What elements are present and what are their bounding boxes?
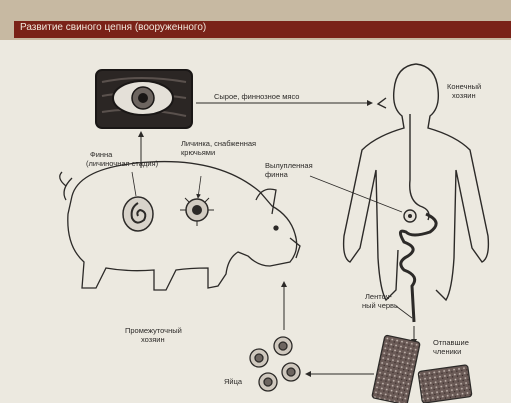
label-finn-2: (личиночная стадия): [86, 159, 158, 168]
label-final-host-1: Конечный: [447, 82, 481, 91]
label-intermediate-host-1: Промежуточный: [125, 326, 182, 335]
finn-pointer-line: [132, 172, 136, 196]
label-larva-2: крючьями: [181, 148, 215, 157]
larva-pointer-arrow: [198, 176, 201, 198]
label-raw-meat: Сырое, финнозное мясо: [214, 92, 299, 101]
label-tapeworm-1: Ленточ-: [365, 292, 392, 301]
label-released-finn-2: финна: [265, 170, 288, 179]
label-segments-1: Отпавшие: [433, 338, 469, 347]
label-final-host-2: хозяин: [452, 91, 476, 100]
label-eggs: Яйца: [224, 377, 242, 386]
tapeworm-pointer: [396, 306, 412, 318]
finn-cyst-in-pig: [123, 197, 153, 231]
eggs-cluster: [250, 337, 300, 391]
label-released-finn-1: Вылупленная: [265, 161, 313, 170]
label-finn-1: Финна: [90, 150, 112, 159]
label-larva-1: Личинка, снабженная: [181, 139, 256, 148]
pig-intermediate-host: [60, 162, 300, 290]
hooked-larva: [180, 198, 214, 226]
label-segments-2: членики: [433, 347, 461, 356]
infected-meat-image: [96, 70, 192, 128]
label-tapeworm-2: ный червь: [362, 301, 398, 310]
released-finn: [404, 210, 416, 222]
label-intermediate-host-2: хозяин: [141, 335, 165, 344]
